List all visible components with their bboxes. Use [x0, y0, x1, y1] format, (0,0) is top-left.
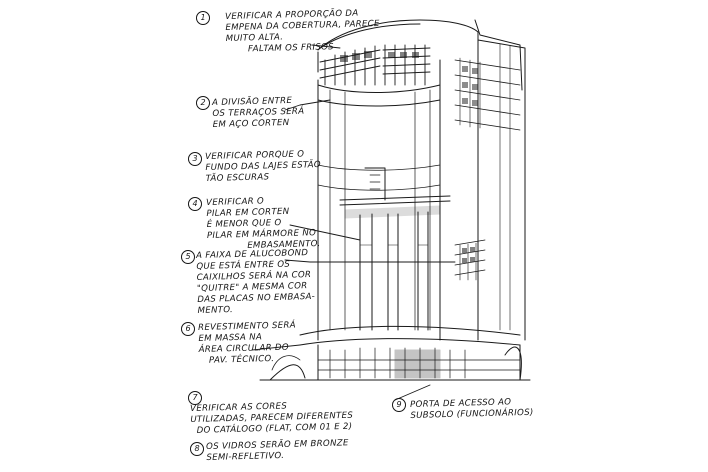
note-2-number: 2 [196, 96, 210, 110]
note-7-number: 7 [188, 391, 202, 405]
right-tower [455, 40, 525, 340]
note-1: Verificar a proporção da empena da cober… [225, 8, 380, 56]
central-drum [318, 60, 440, 340]
note-1-number: 1 [196, 11, 210, 25]
note-9: Porta de acesso ao subsolo (funcionários… [410, 397, 534, 422]
upper-window-grid [320, 45, 430, 85]
note-4-number: 4 [188, 197, 202, 211]
note-6: Revestimento será em massa na área circu… [198, 320, 297, 367]
note-9-number: 9 [392, 398, 406, 412]
note-2: A divisão entre os terraços será em aço … [212, 96, 305, 131]
note-3: Verificar porque o fundo das lajes estão… [205, 149, 321, 185]
podium-base [260, 326, 530, 380]
pillars [360, 212, 428, 330]
note-3-number: 3 [188, 152, 202, 166]
note-6-number: 6 [181, 322, 195, 336]
note-4: Verificar o pilar em corten é menor que … [206, 195, 321, 253]
note-5-number: 5 [181, 250, 195, 264]
building-crown [318, 20, 522, 90]
note-8-number: 8 [190, 442, 204, 456]
leader-lines [252, 45, 455, 400]
note-7: Verificar as cores utilizadas, parecem d… [190, 400, 353, 437]
terrace-slabs [340, 168, 450, 218]
note-8: Os vidros serão em bronze semi-refletivo… [206, 438, 349, 464]
note-5: A faixa de alucobond que está entre os c… [196, 248, 316, 317]
